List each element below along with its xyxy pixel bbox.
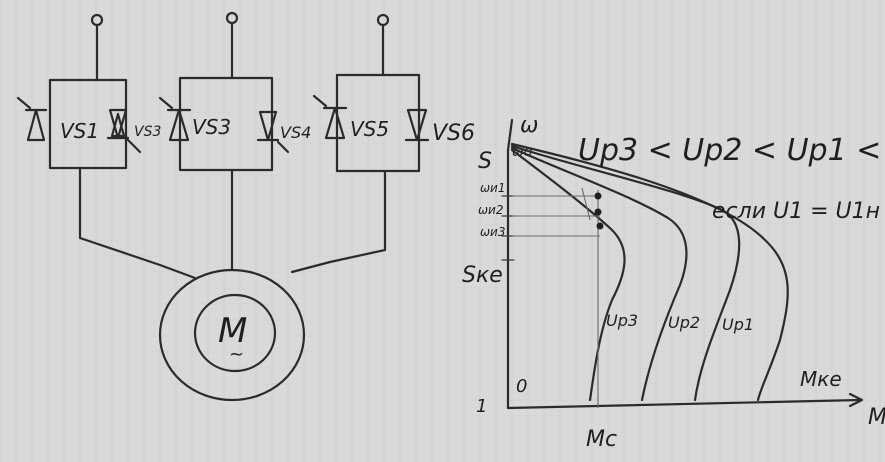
s-one-label: 1 — [476, 396, 487, 417]
y-axis-label-s: S — [478, 149, 492, 174]
thyristor-vs4 — [256, 110, 290, 154]
x-axis-arrow — [848, 392, 864, 408]
operating-point-2 — [594, 208, 602, 216]
label-vs4: VS4 — [280, 123, 311, 142]
origin-label: 0 — [516, 376, 527, 397]
thyristor-vs1 — [16, 96, 48, 142]
thyristor-vs5 — [312, 94, 348, 140]
curve-label-up3: Uр3 — [606, 311, 638, 330]
y-axis-label-omega: ω — [520, 113, 538, 138]
label-vs6: VS6 — [432, 121, 475, 146]
curve-label-up2: Uр2 — [668, 313, 700, 332]
curve-up1 — [510, 144, 741, 402]
s-critical-label: Sкe — [462, 263, 503, 288]
wire-phase-a — [78, 166, 197, 280]
omega-mark-2: ωи2 — [478, 203, 503, 217]
curve-up2 — [510, 146, 688, 402]
curve-u1-natural — [510, 142, 789, 402]
motor-ac-symbol: ~ — [229, 344, 244, 365]
thyristor-circuit: VS1 VS3 VS3 VS4 VS5 VS6 M ~ — [16, 11, 475, 402]
operating-point-3 — [596, 222, 604, 230]
label-vs3b: VS3 — [192, 115, 231, 139]
thyristor-vs3a — [106, 108, 142, 154]
mc-label: Mc — [586, 427, 617, 452]
motor-outer-circle — [158, 268, 306, 402]
phase-terminal-c — [376, 13, 390, 77]
x-axis-label: M — [868, 405, 885, 430]
operating-point-1 — [594, 192, 602, 200]
omega-mark-3: ωи3 — [480, 225, 505, 239]
motor: M ~ — [158, 268, 306, 402]
thyristor-vs6 — [404, 108, 430, 142]
voltage-condition: Uр3 < Uр2 < Uр1 < U1 — [578, 133, 885, 168]
mkc-label: Mкe — [800, 367, 842, 391]
y-axis — [506, 118, 514, 410]
label-vs3a: VS3 — [134, 124, 161, 140]
thyristor-block-1 — [48, 78, 128, 170]
thyristor-block-3 — [335, 73, 421, 173]
wire-phase-c — [290, 169, 387, 274]
phase-terminal-b — [225, 11, 239, 80]
thyristor-vs3b — [158, 96, 192, 142]
label-vs1: VS1 — [60, 119, 99, 143]
motor-label: M — [218, 311, 247, 351]
voltage-condition-note: если U1 = U1н — [712, 199, 880, 224]
x-axis — [506, 398, 862, 410]
phase-terminal-a — [90, 13, 104, 82]
curve-label-up1: Uр1 — [722, 315, 754, 334]
label-vs5: VS5 — [350, 117, 389, 141]
omega-mark-1: ωи1 — [480, 181, 505, 195]
motor-inner-circle — [193, 293, 277, 373]
characteristics-graph: ω S ωо ωи1 ωи2 ωи3 Sкe 1 0 Uр3 Uр2 Uр1 — [462, 113, 885, 452]
